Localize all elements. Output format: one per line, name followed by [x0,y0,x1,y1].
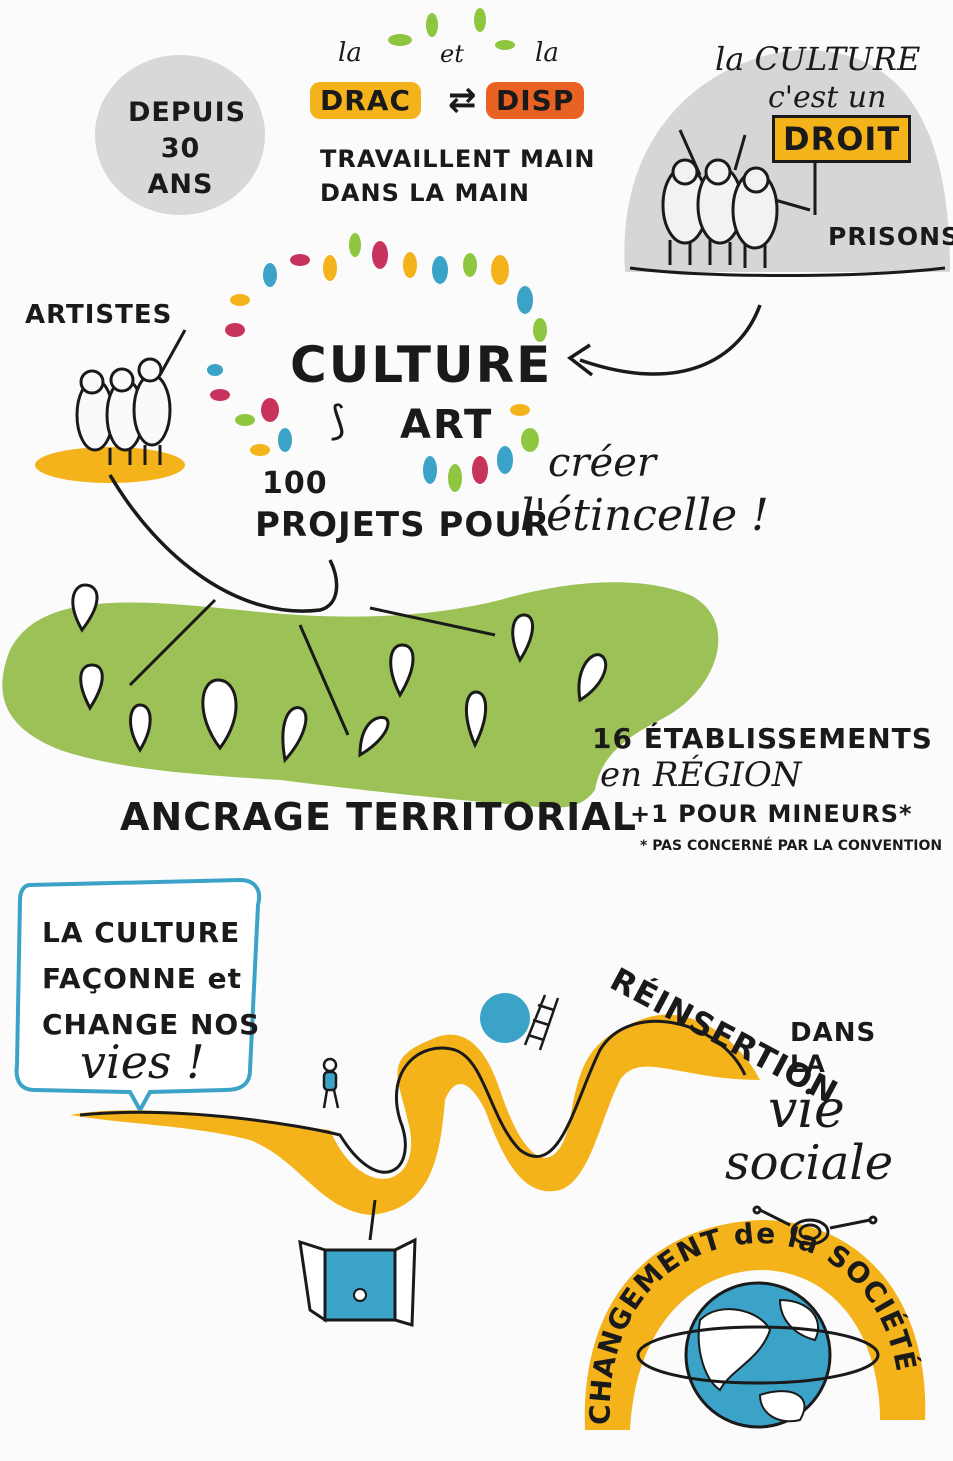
pin-icon [358,716,390,758]
culture-title: CULTURE [290,336,553,394]
la-left: la [338,38,362,68]
globe-icon [636,1281,880,1429]
ladder-bg [480,993,530,1043]
bubble-line-1: LA CULTURE [42,916,241,949]
walker-figure [322,1057,340,1109]
mineurs-label: +1 POUR MINEURS* [630,800,913,828]
sociale-label: sociale [725,1135,894,1191]
disp-label: DISP [486,82,585,119]
droit-sign: DROIT [772,115,912,163]
artists-drawing [75,329,187,465]
bubble-text: LA CULTURE FAÇONNE et CHANGE NOS [42,910,260,1048]
droit-label: DROIT [772,115,912,163]
bubble-line-4: vies ! [80,1035,205,1089]
la-right: la [535,38,559,68]
culture-droit-line-2: c'est un [768,80,887,115]
dans-label: DANS [790,1018,877,1048]
confetti-top [388,8,515,50]
territory-blob [2,582,719,808]
culture-droit-line-1: la CULTURE [715,40,921,78]
bubble-line-3: CHANGE NOS [42,1008,261,1041]
travaillent-text: TRAVAILLENT MAIN DANS LA MAIN [320,142,596,210]
pin-icon [281,706,308,764]
pin-icon [79,663,104,711]
travaillent-line-2: DANS LA MAIN [320,179,530,207]
prisons-label: PRISONS [828,222,953,251]
arrow-prisons-to-culture [579,304,762,376]
etablissements-line-1: 16 ÉTABLISSEMENTS [592,722,933,755]
pin-icon [389,643,415,699]
drac-badge: DRAC [310,82,422,119]
prisoners-drawing [661,129,817,268]
depuis-label: DEPUIS [128,97,247,128]
etablissements-line-2: en RÉGION [600,755,802,795]
speech-bubble [14,877,261,1115]
location-pins [71,583,608,764]
pin-icon [71,583,99,633]
pin-icon [577,653,608,703]
footnote-label: * PAS CONCERNÉ PAR LA CONVENTION [640,838,943,854]
pin-icon [464,690,488,749]
life-road [70,1014,760,1215]
knot-scribble [752,1205,878,1246]
society-arch [584,1220,926,1430]
changement-label: CHANGEMENT de la SOCIÉTÉ [584,1217,924,1425]
travaillent-line-1: TRAVAILLENT MAIN [320,145,596,173]
handshake-icon: ⇄ [448,80,477,120]
la-label: LA [790,1050,826,1078]
pin-icon [511,613,534,664]
spark-icon: ⟆ [330,398,346,444]
projets-pour-label: PROJETS POUR [255,505,551,545]
grey-circle-depuis [95,55,265,215]
disp-badge: DISP [486,82,585,119]
bubble-line-2: FAÇONNE et [42,962,243,995]
artistes-label: ARTISTES [25,300,173,330]
creer-label: créer [548,440,656,486]
ladder-icon [523,994,560,1051]
depuis-text: DEPUIS 30 ANS [128,95,247,203]
pin-icon [201,678,238,751]
prison-door-icon [298,1237,417,1327]
trente-ans-label: 30 ANS [147,133,214,200]
art-title: ART [400,402,494,448]
et-label: et [440,40,464,68]
cent-label: 100 [262,466,328,501]
pin-icon [129,703,152,753]
ancrage-title: ANCRAGE TERRITORIAL [120,795,637,839]
drac-label: DRAC [310,82,422,119]
etincelle-label: l'étincelle ! [520,490,769,541]
curve-artists-projets [108,474,339,613]
confetti-ring [207,233,547,492]
vie-label: vie [768,1080,845,1140]
pin-links [128,598,496,736]
changement-textpath: CHANGEMENT de la SOCIÉTÉ [584,1217,923,1425]
